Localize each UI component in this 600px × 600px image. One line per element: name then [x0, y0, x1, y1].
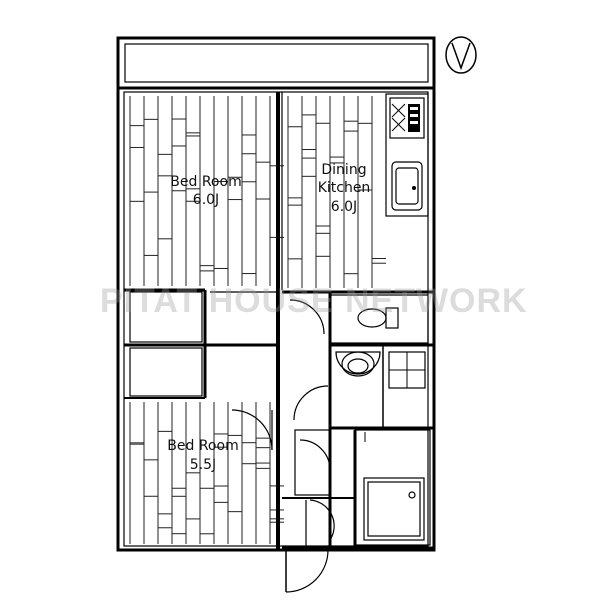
balcony: [116, 36, 436, 90]
dining-kitchen-size: 6.0J: [331, 199, 357, 215]
bedroom-2-name: Bed Room: [167, 438, 238, 454]
dining-kitchen-name-line-2: Kitchen: [318, 180, 371, 196]
wash-basin-icon: [335, 351, 381, 377]
stove-icon: [389, 97, 425, 139]
sink-icon: [391, 161, 423, 211]
bedroom-1-name: Bed Room: [170, 174, 241, 190]
toilet-icon: [357, 307, 399, 329]
dining-kitchen-name-line-1: Dining: [321, 162, 366, 178]
bedroom-2-size: 5.5J: [190, 457, 216, 473]
dining-kitchen-floor: [287, 96, 386, 288]
north-arrow-icon: [445, 36, 477, 74]
doors: [180, 299, 335, 593]
kitchen-counter: [385, 93, 429, 217]
bedroom-1-size: 6.0J: [193, 192, 219, 208]
bedroom-1-floor: [129, 96, 284, 286]
bathtub-icon: [363, 432, 425, 541]
interior-walls: [124, 92, 434, 550]
bedroom-2-floor: [129, 402, 284, 544]
watermark: PITAT HOUSE NETWORK: [100, 282, 528, 320]
washing-machine-space-icon: [388, 351, 426, 389]
